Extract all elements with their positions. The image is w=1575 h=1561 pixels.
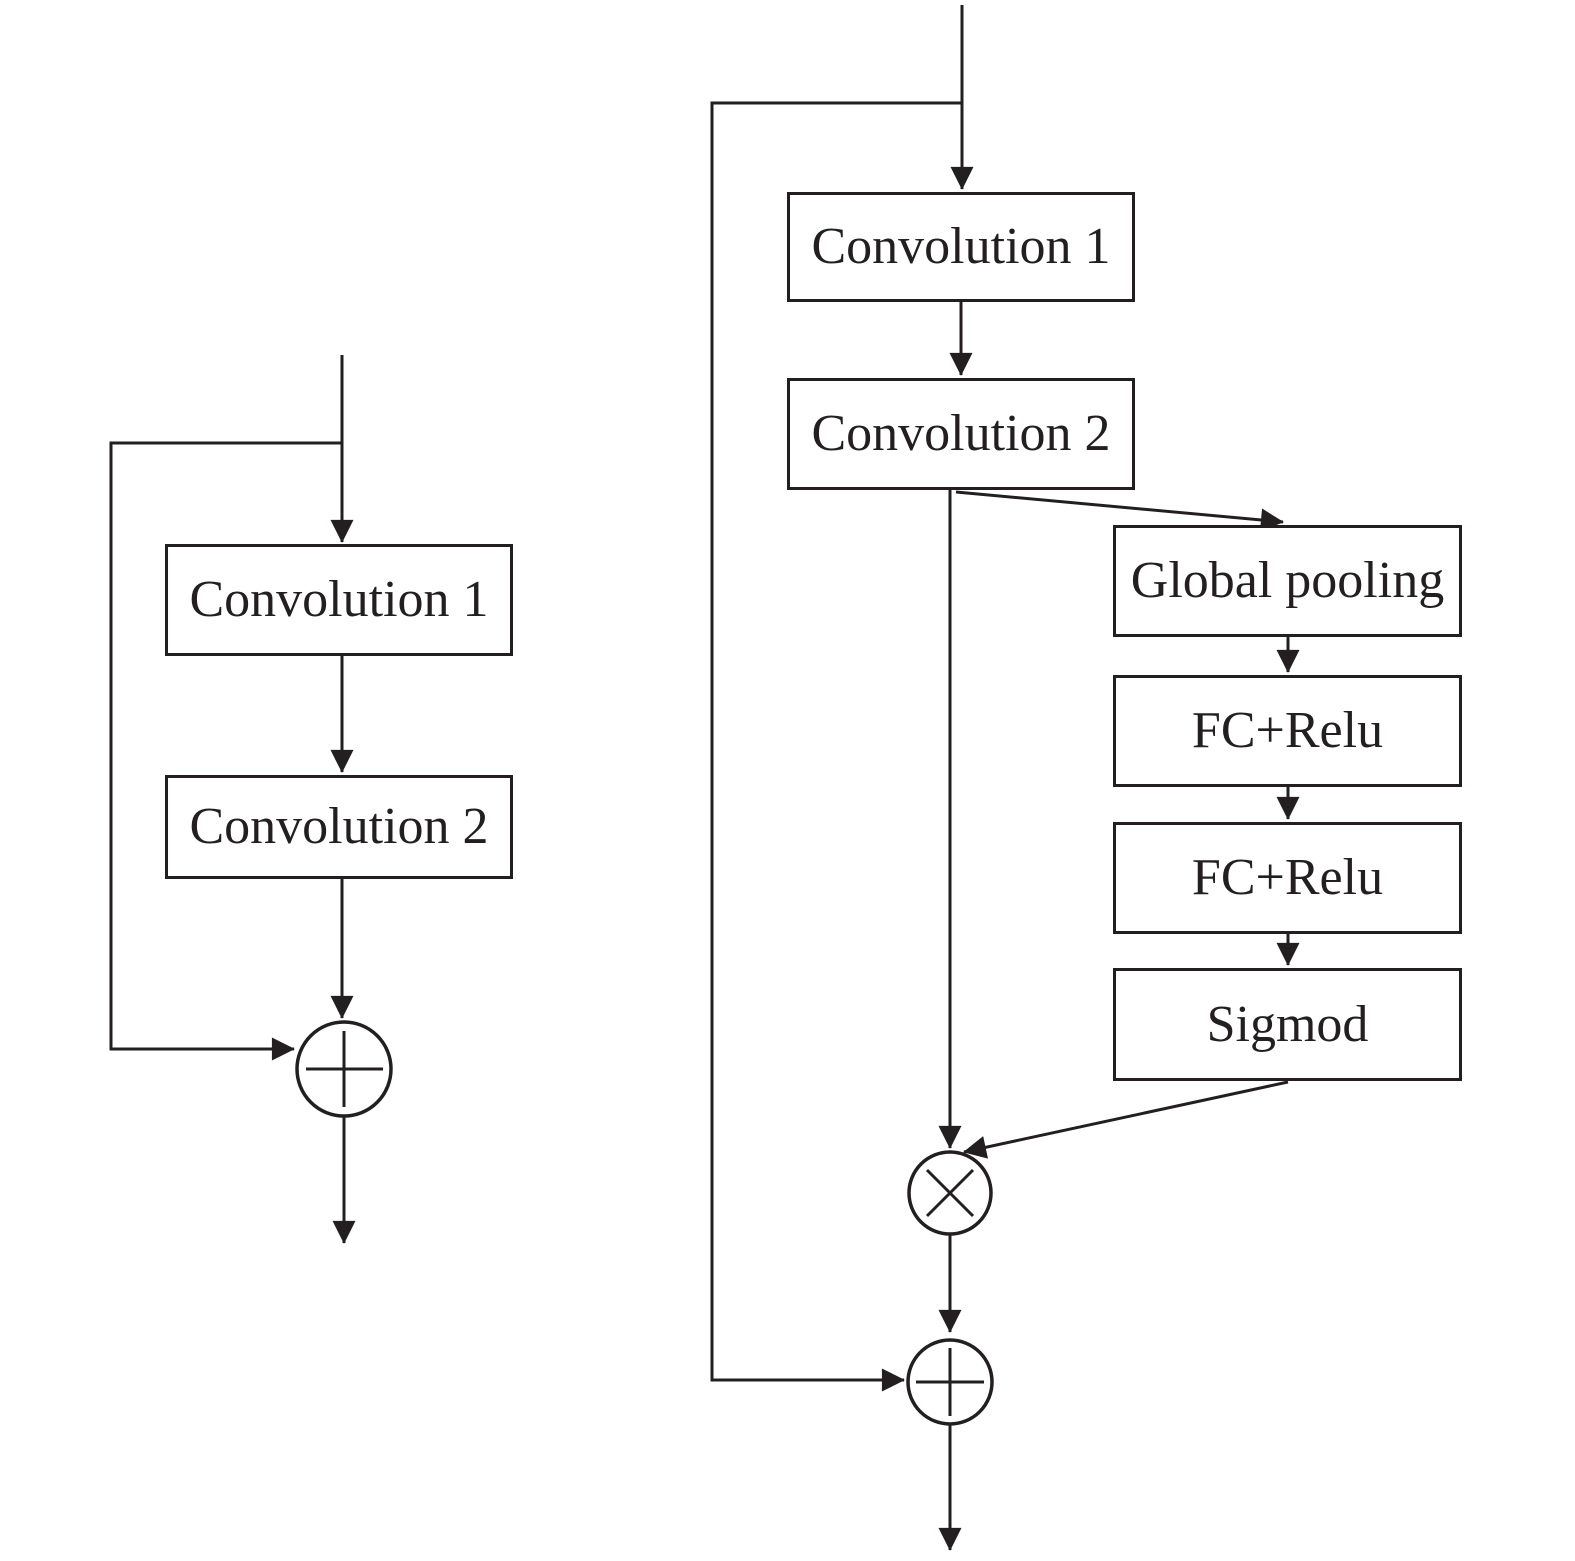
right-conv2-to-global-pooling-arrow [955, 490, 1284, 532]
right-fc-relu2-label: FC+Relu [1191, 849, 1384, 906]
right-fc-relu2-box: FC+Relu [1113, 822, 1462, 934]
right-multiply-operator-icon [907, 1150, 993, 1236]
right-global-pooling-box: Global pooling [1113, 525, 1462, 637]
right-sigmod-box: Sigmod [1113, 968, 1462, 1081]
right-fc-relu1-label: FC+Relu [1191, 702, 1384, 759]
left-convolution2-box: Convolution 2 [165, 775, 513, 879]
right-convolution2-box: Convolution 2 [787, 378, 1135, 490]
right-sigmod-label: Sigmod [1206, 995, 1369, 1053]
left-convolution1-label: Convolution 1 [189, 571, 489, 628]
right-fc-relu1-box: FC+Relu [1113, 675, 1462, 787]
right-sigmod-to-multiply-arrow [963, 1080, 1289, 1159]
left-add-operator-icon [295, 1020, 393, 1118]
right-convolution1-box: Convolution 1 [787, 192, 1135, 302]
right-global-pooling-label: Global pooling [1130, 552, 1445, 609]
left-convolution2-label: Convolution 2 [189, 798, 489, 855]
right-convolution1-label: Convolution 1 [811, 218, 1111, 275]
left-convolution1-box: Convolution 1 [165, 544, 513, 656]
right-add-operator-icon [906, 1338, 994, 1426]
right-convolution2-label: Convolution 2 [811, 405, 1111, 462]
